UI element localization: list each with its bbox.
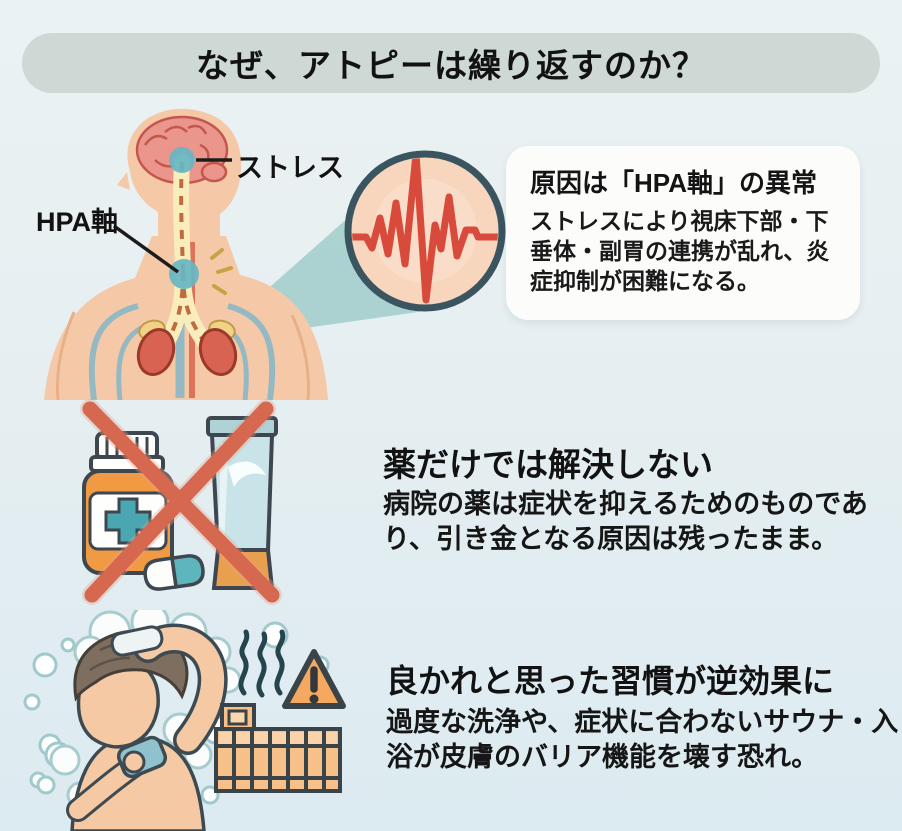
stress-label: ストレス xyxy=(236,153,344,183)
stress-node-dot xyxy=(169,147,195,173)
hpa-card-title: 原因は「HPA軸」の異常 xyxy=(530,168,817,198)
habits-section-title: 良かれと思った習慣が逆効果に xyxy=(386,663,835,699)
ecg-heartbeat-circle-icon xyxy=(344,150,506,312)
person-washing-icon xyxy=(49,610,242,831)
hpa-axis-illustration xyxy=(44,108,506,400)
soap-bar-icon xyxy=(110,625,164,657)
steam-lines-icon xyxy=(238,629,286,698)
hpa-node-dot xyxy=(169,259,199,289)
hpa-card-body: ストレスにより視床下部・下垂体・副胃の連携が乱れ、炎症抑制が困難になる。 xyxy=(530,208,830,294)
habits-illustration xyxy=(23,610,346,831)
human-body-hpa-axis-icon xyxy=(44,108,328,400)
title-banner: なぜ、アトピーは繰り返すのか？ xyxy=(22,33,880,93)
cross-out-x-icon xyxy=(80,399,282,605)
ecg-line xyxy=(352,158,498,304)
habits-section-body: 過度な洗浄や、症状に合わないサウナ・入浴が皮膚のバリア機能を壊す恐れ。 xyxy=(386,707,899,773)
hpa-axis-label: HPA軸 xyxy=(36,207,119,237)
hpa-explanation-card: 原因は「HPA軸」の異常 ストレスにより視床下部・下垂体・副胃の連携が乱れ、炎症… xyxy=(506,146,860,320)
emphasis-dashes xyxy=(210,248,233,295)
hpa-leader-line xyxy=(112,224,180,274)
medicine-section-title: 薬だけでは解決しない xyxy=(383,446,713,483)
sauna-heater-icon xyxy=(214,703,342,793)
warning-triangle-icon xyxy=(282,649,346,709)
page-title: なぜ、アトピーは繰り返すのか？ xyxy=(196,47,706,84)
medicine-section-body: 病院の薬は症状を抑えるためのものであり、引き金となる原因は残ったまま。 xyxy=(383,489,868,555)
crossed-medicine-icon xyxy=(80,399,282,605)
capsule-icon xyxy=(143,554,205,591)
kidneys-icon xyxy=(136,319,238,376)
